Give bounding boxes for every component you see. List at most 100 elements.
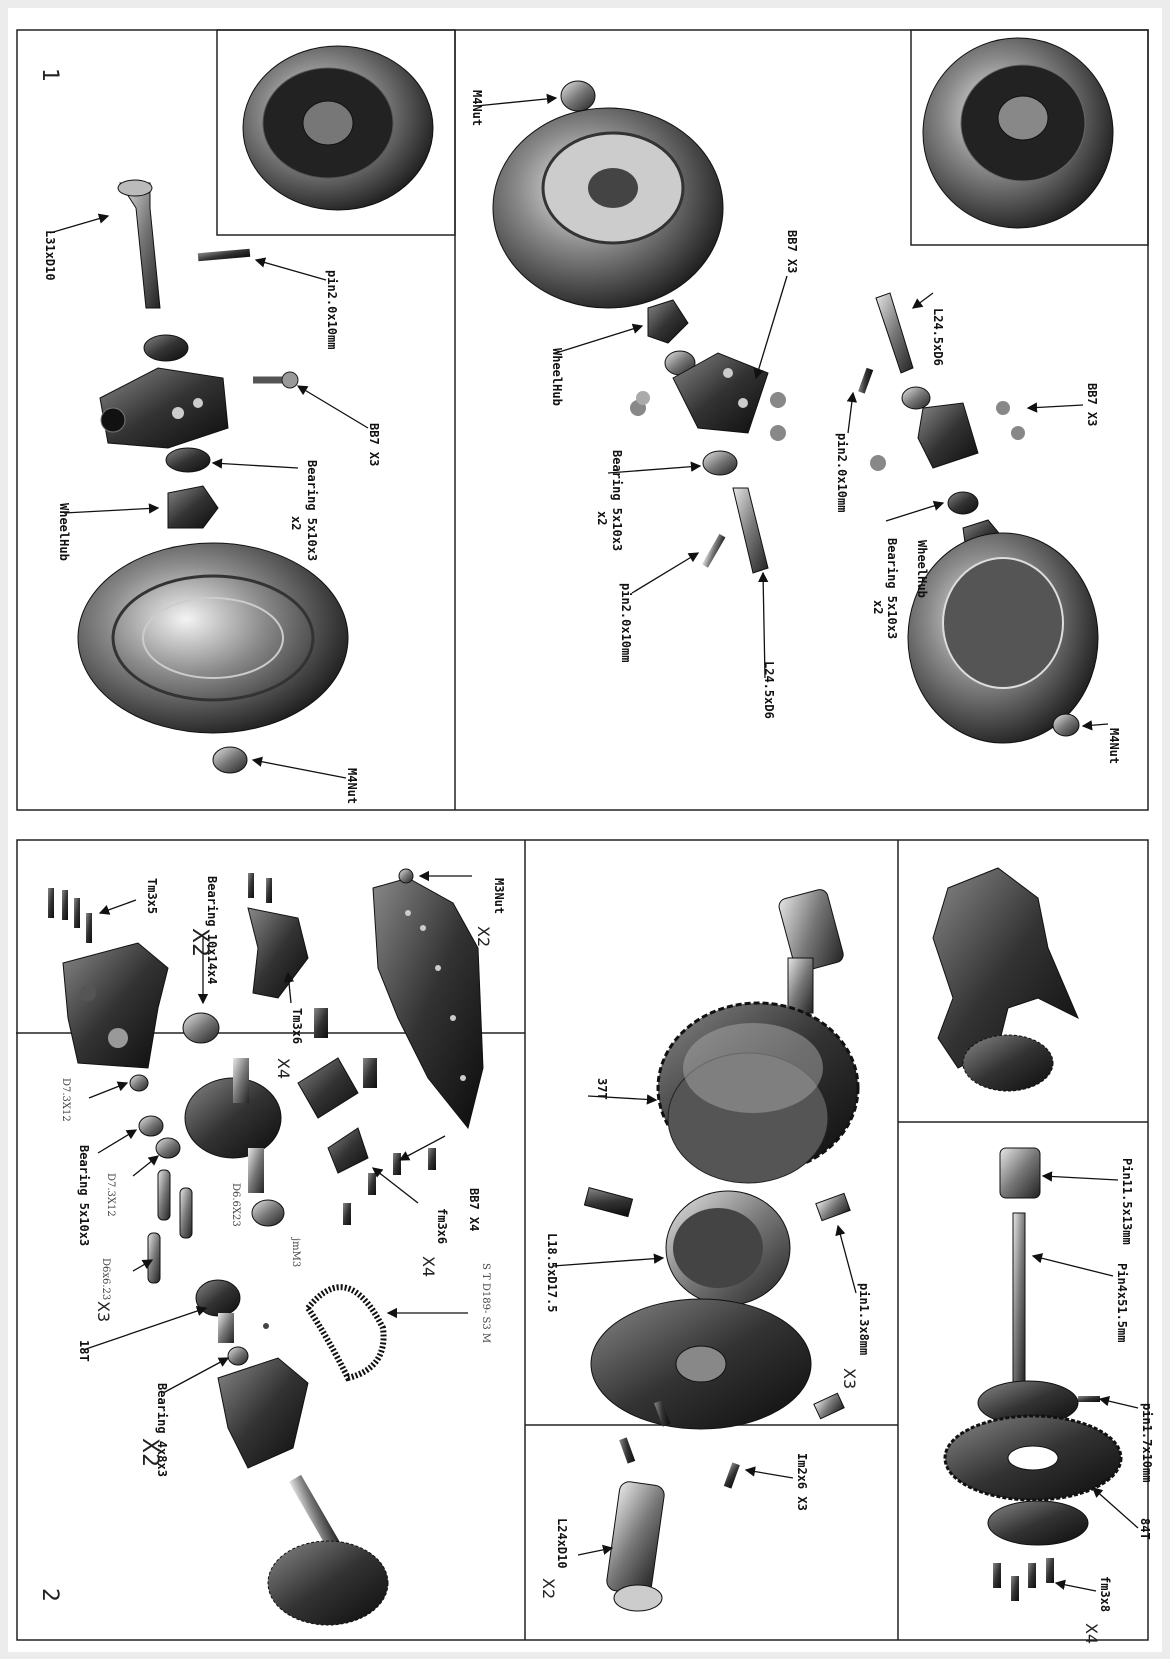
label-m4nut-b: M4Nut — [470, 90, 484, 126]
knuckle — [672, 352, 769, 434]
page-number-1: 1 — [37, 68, 62, 82]
label-pin13-qty: X3 — [840, 1368, 859, 1389]
page-number-2: 2 — [37, 1588, 62, 1602]
bearing — [702, 450, 738, 476]
pin — [1078, 1396, 1100, 1402]
nut — [1052, 713, 1080, 737]
bearing — [155, 1137, 181, 1159]
axle — [732, 487, 769, 574]
hub-carrier — [99, 367, 229, 449]
bracket — [297, 1057, 359, 1119]
label-wheelhub-a: WheelHub — [57, 503, 71, 561]
label-bearing-a: Bearing 5x10x3 — [305, 460, 319, 561]
gearbox-assembly — [48, 868, 484, 1626]
exploded-assembly-diagram: 1 2 L31xD10 pin2.0x10mm BB7 X3 Bearing 5… — [16, 29, 1154, 1644]
label-d6-623: D6.6X23 — [230, 1183, 241, 1227]
label-d73x12-a: D7.3X12 — [60, 1078, 71, 1122]
label-tm3x6: Tm3x6 — [290, 1008, 304, 1044]
label-l185: L18.5xD17.5 — [545, 1233, 559, 1312]
pin — [197, 248, 251, 262]
motor-mount — [247, 907, 309, 999]
label-bearing-b-qty: x2 — [595, 511, 609, 525]
label-pin115: Pin11.5x13mm — [1120, 1158, 1134, 1245]
bracket — [327, 1127, 369, 1174]
spur-shaft — [288, 1474, 342, 1552]
label-bb7-b: BB7 X3 — [785, 230, 799, 273]
panel-frames — [16, 29, 1149, 1641]
chassis-plate — [372, 877, 484, 1130]
label-bb7-a: BB7 X3 — [367, 423, 381, 466]
wheel-tire — [77, 542, 349, 734]
wheel-assembly-right — [492, 37, 1114, 744]
pin — [815, 1192, 851, 1222]
gearbox-plate — [62, 942, 169, 1069]
outdrive — [606, 1481, 665, 1595]
pin — [858, 367, 874, 394]
axle-shaft — [119, 182, 161, 309]
bearing — [138, 1115, 164, 1137]
label-tm3x6-qty: X4 — [274, 1058, 293, 1079]
label-bearing-4-qty: X2 — [137, 1438, 162, 1467]
label-fm3x8: fm3x8 — [1098, 1576, 1112, 1612]
label-d73x12-b: D7.3X12 — [105, 1173, 116, 1217]
label-bearing-b: Bearing 5x10x3 — [610, 450, 624, 551]
bearing — [182, 1012, 220, 1044]
label-bearing-10: Bearing 10x14x4 — [205, 876, 219, 984]
label-pin13: pin1.3x8mm — [857, 1283, 871, 1355]
bearing — [129, 1074, 149, 1092]
label-18t: 18T — [77, 1340, 91, 1362]
pin — [999, 1147, 1041, 1199]
label-d6-623-b: D6x6.23 — [100, 1258, 111, 1300]
wheelhub — [167, 485, 219, 529]
label-pin-b: pin2.0x10mm — [619, 583, 633, 662]
label-m4nut-c: M4Nut — [1107, 728, 1121, 764]
label-wheelhub-b: WheelHub — [550, 348, 564, 406]
bearing — [251, 1199, 285, 1227]
bearing — [165, 447, 211, 473]
pin — [701, 533, 726, 568]
label-tm3x5: Tm3x5 — [145, 878, 159, 914]
drive-belt — [304, 1284, 387, 1382]
label-fm3x6: fm3x6 — [435, 1208, 449, 1244]
label-pin4: Pin4x51.5mm — [1115, 1263, 1129, 1342]
label-pin17: pin1.7x10mm — [1140, 1403, 1154, 1482]
wheelhub — [647, 299, 689, 344]
bearing — [901, 386, 931, 410]
outdrive — [778, 889, 844, 972]
manual-sheet: 1 2 L31xD10 pin2.0x10mm BB7 X3 Bearing 5… — [8, 8, 1162, 1652]
label-pin-c: pin2.0x10mm — [835, 433, 849, 512]
label-pin-a: pin2.0x10mm — [325, 270, 339, 349]
knuckle — [917, 402, 979, 469]
label-bearing-5: Bearing 5x10x3 — [77, 1145, 91, 1246]
label-bearing-10-qty: X2 — [187, 928, 212, 957]
labels: 1 2 L31xD10 pin2.0x10mm BB7 X3 Bearing 5… — [37, 68, 1154, 1644]
assembled-gearbox — [932, 867, 1079, 1069]
label-d6-623-b-qty: X3 — [94, 1301, 113, 1322]
label-l245-b: L24.5xD6 — [762, 661, 776, 719]
label-jmm3: jmM3 — [290, 1237, 301, 1267]
bearing — [143, 334, 189, 362]
label-im2x6: Im2x6 X3 — [795, 1453, 809, 1511]
nut — [560, 80, 596, 112]
label-fm3x8-qty: X4 — [1082, 1623, 1101, 1644]
nut — [212, 746, 248, 774]
label-m3nut: M3Nut — [492, 878, 506, 914]
spur-gear-assembly — [932, 867, 1123, 1601]
bearing — [947, 491, 979, 515]
label-bearing-4: Bearing 4x8x3 — [155, 1383, 169, 1477]
pin — [813, 1392, 845, 1420]
label-37t: 37T — [595, 1078, 609, 1100]
label-l24d10: L24xD10 — [555, 1518, 569, 1569]
label-bearing-c-qty: x2 — [871, 600, 885, 614]
label-bb7-x4: BB7 X4 — [467, 1188, 481, 1231]
label-m3nut-qty: X2 — [474, 926, 493, 947]
pulley-18t — [195, 1279, 241, 1317]
hub — [987, 1500, 1089, 1546]
label-l24d10-qty: X2 — [539, 1578, 558, 1599]
spur-gear — [267, 1540, 389, 1626]
leader-lines — [49, 93, 1139, 1592]
label-fm3x6-qty: X4 — [419, 1256, 438, 1277]
axle — [875, 292, 914, 374]
pin — [583, 1187, 634, 1218]
label-l245-c: L24.5xD6 — [931, 308, 945, 366]
